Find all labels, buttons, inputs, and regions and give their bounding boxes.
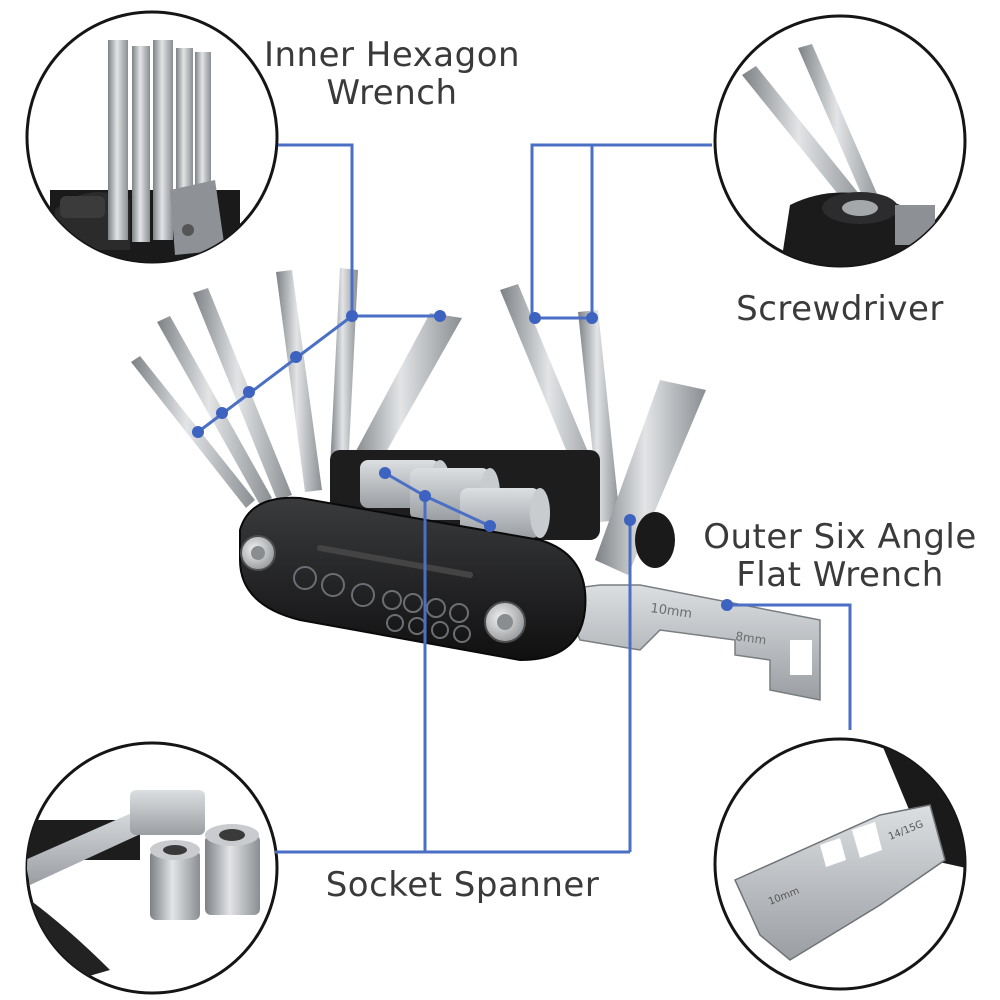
- callout-dots: [192, 310, 733, 611]
- label-outer-six-angle-flat-wrench: Outer Six Angle Flat Wrench: [703, 517, 977, 595]
- inset-screwdrivers: [713, 14, 967, 268]
- svg-text:10mm: 10mm: [649, 601, 693, 622]
- label-socket-spanner: Socket Spanner: [325, 865, 600, 905]
- inset-hex-keys: [25, 10, 279, 264]
- label-inner-hexagon-wrench: Inner Hexagon Wrench: [263, 35, 521, 113]
- inset-socket-spanner: [25, 741, 279, 995]
- label-screwdriver: Screwdriver: [736, 289, 944, 329]
- svg-text:8mm: 8mm: [735, 629, 768, 647]
- inset-flat-wrench: 14/15G 10mm: [713, 737, 967, 991]
- multi-tool-main: 10mm 8mm: [131, 268, 821, 701]
